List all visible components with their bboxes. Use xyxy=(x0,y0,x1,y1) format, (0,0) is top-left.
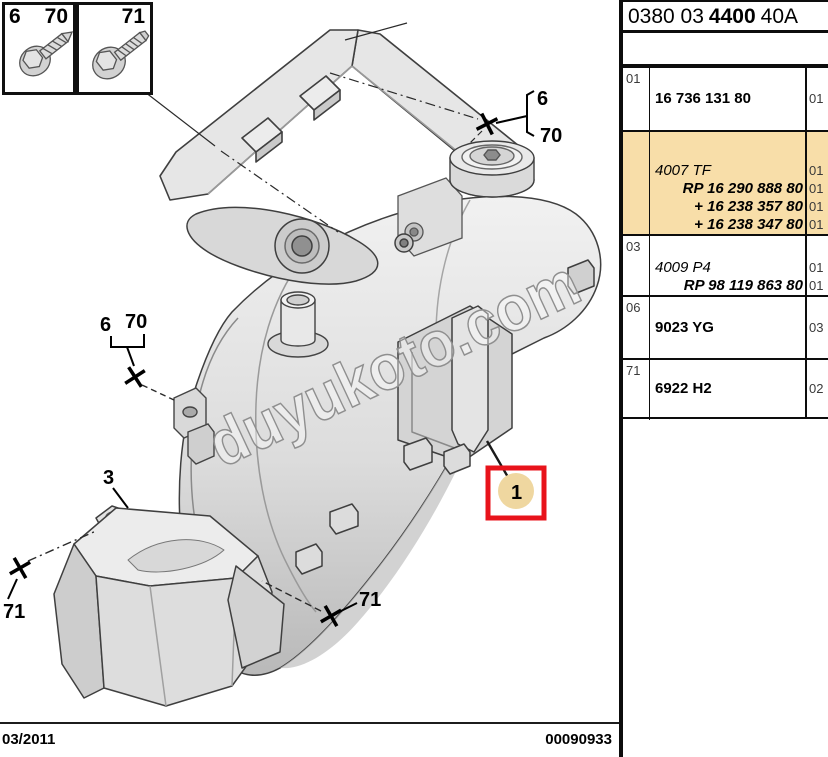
part-qty: 01 xyxy=(809,91,824,106)
footer-divider-line xyxy=(0,722,619,724)
callout-bolt-71-right: 71 xyxy=(261,580,381,628)
housing-mount-tabs xyxy=(173,387,215,465)
table-row: 71 6922 H2 02 xyxy=(623,360,828,420)
svg-text:1: 1 xyxy=(511,482,522,504)
exploded-parts-drawing: duyukoto.com 6 70 6 70 3 xyxy=(3,22,602,707)
callout-item-1: 1 xyxy=(485,440,547,521)
part-line: 4007 TF 01 xyxy=(647,162,828,180)
red-highlight-box xyxy=(485,465,547,521)
part-number: 6922 H2 xyxy=(655,379,712,397)
mounting-bracket-housing xyxy=(295,305,513,575)
legend-box-bolt-71: 71 xyxy=(76,2,153,95)
hex-screw-icon xyxy=(19,31,73,77)
part-number: RP 98 119 863 80 xyxy=(683,277,803,294)
legend-number: 71 xyxy=(121,5,145,28)
pivot-plate xyxy=(186,206,414,285)
part-number: RP 16 290 888 80 xyxy=(682,180,803,197)
qty-divider xyxy=(805,360,807,417)
header-spacer xyxy=(623,33,828,68)
rubber-grommet-mount xyxy=(449,140,535,198)
part-number: 4009 P4 xyxy=(655,259,711,276)
legend-box-screw-70: 6 70 xyxy=(2,2,76,95)
row-index xyxy=(623,132,650,237)
part-qty: 01 xyxy=(809,199,824,214)
x-marker-icon xyxy=(8,556,32,580)
code-main: 4400 xyxy=(708,5,756,28)
part-qty: 01 xyxy=(809,217,824,232)
part-qty: 02 xyxy=(809,380,824,396)
part-qty: 01 xyxy=(809,260,824,275)
part-line: RP 98 119 863 80 01 xyxy=(647,277,828,295)
cover-part-3 xyxy=(53,505,285,707)
qty-divider xyxy=(805,132,807,234)
part-qty: 01 xyxy=(809,163,824,178)
part-line: + 16 238 347 80 01 xyxy=(647,216,828,234)
svg-text:6: 6 xyxy=(537,88,548,110)
qty-divider xyxy=(805,236,807,295)
legend-number: 70 xyxy=(44,5,68,28)
qty-divider xyxy=(805,68,807,130)
row-index: 01 xyxy=(623,68,650,133)
part-line: 6922 H2 02 xyxy=(647,380,828,398)
document-number: 00090933 xyxy=(545,731,612,748)
svg-text:6: 6 xyxy=(100,314,111,336)
part-number: + 16 238 347 80 xyxy=(694,216,803,233)
part-line: 9023 YG 03 xyxy=(647,319,828,337)
hex-bolt-icon xyxy=(92,30,150,80)
part-line: 4009 P4 01 xyxy=(647,259,828,277)
code-prefix: 0380 03 xyxy=(628,5,704,28)
table-row: 01 16 736 131 80 01 xyxy=(623,68,828,133)
item-1-badge xyxy=(498,473,534,509)
part-qty: 03 xyxy=(809,319,824,335)
svg-text:70: 70 xyxy=(125,311,147,333)
callout-bolt-71-left: 71 xyxy=(3,530,97,623)
footer: 03/2011 00090933 xyxy=(2,731,612,748)
part-line: 16 736 131 80 01 xyxy=(647,90,828,108)
svg-text:71: 71 xyxy=(3,601,25,623)
qty-divider xyxy=(805,297,807,358)
callout-cover-3: 3 xyxy=(103,467,129,509)
table-row-highlighted: 4007 TF 01 RP 16 290 888 80 01 + 16 238 … xyxy=(623,132,828,237)
row-index: 06 xyxy=(623,297,650,361)
svg-text:70: 70 xyxy=(540,125,562,147)
part-number: 9023 YG xyxy=(655,318,714,336)
row-index: 03 xyxy=(623,236,650,298)
svg-text:71: 71 xyxy=(359,589,381,611)
svg-text:3: 3 xyxy=(103,467,114,489)
part-line: + 16 238 357 80 01 xyxy=(647,198,828,216)
part-number: 4007 TF xyxy=(655,162,711,179)
part-qty: 01 xyxy=(809,278,824,293)
part-line: RP 16 290 888 80 01 xyxy=(647,180,828,198)
callout-left-bolt: 6 70 xyxy=(100,311,175,401)
table-row: 06 9023 YG 03 xyxy=(623,297,828,361)
part-qty: 01 xyxy=(809,181,824,196)
table-row: 03 4009 P4 01 RP 98 119 863 80 01 xyxy=(623,236,828,298)
row-index: 71 xyxy=(623,360,650,420)
panel-divider-line xyxy=(619,0,623,757)
housing-port-stub xyxy=(267,291,329,358)
part-number: + 16 238 357 80 xyxy=(694,198,803,215)
part-number: 16 736 131 80 xyxy=(655,90,751,107)
catalog-date: 03/2011 xyxy=(2,731,56,748)
legend-number: 6 xyxy=(9,5,21,28)
callout-top-bolt: 6 70 xyxy=(475,88,562,147)
code-suffix: 40A xyxy=(760,5,799,28)
